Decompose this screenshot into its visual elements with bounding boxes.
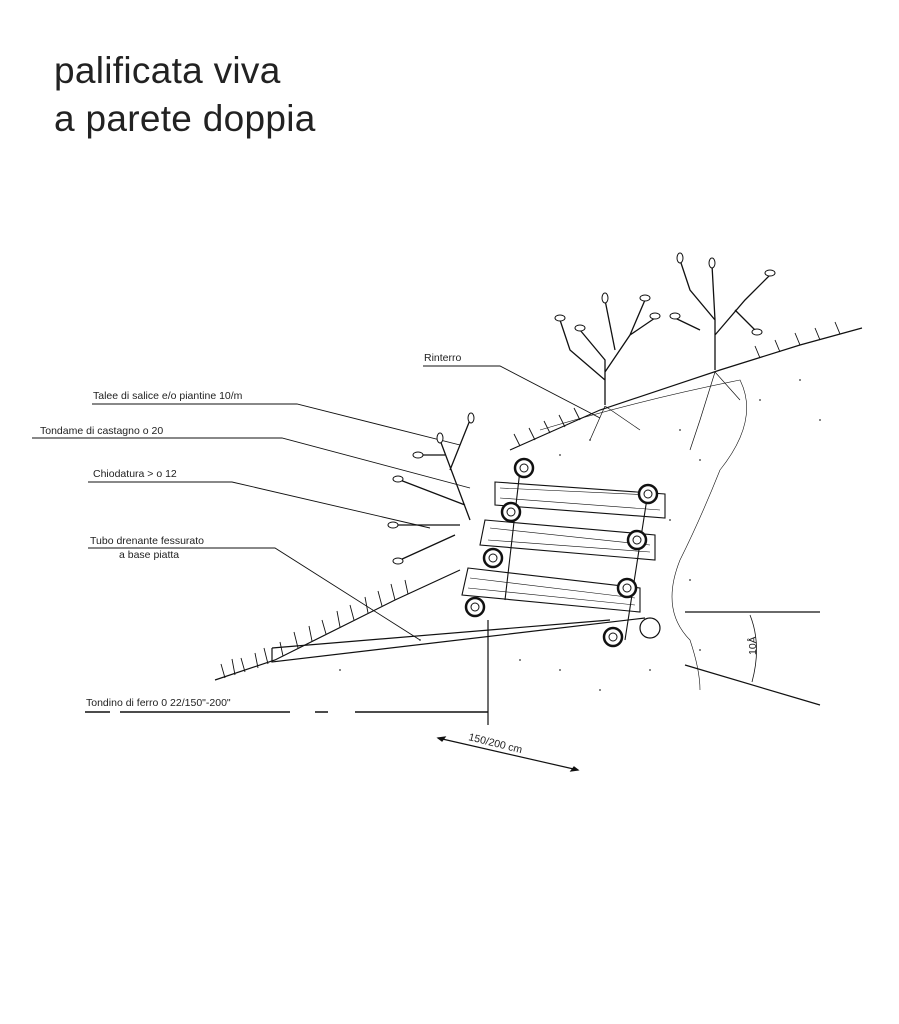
- angle-dimension-label: 10Å: [746, 636, 759, 655]
- angle-arc: [749, 614, 757, 683]
- grass-hatching: [220, 321, 841, 679]
- label-chiodatura: Chiodatura > o 12: [93, 468, 177, 480]
- log: [500, 501, 522, 523]
- slope-surface: [214, 569, 461, 681]
- title-line-1: palificata viva: [54, 50, 281, 91]
- log: [616, 577, 638, 599]
- log: [482, 547, 504, 569]
- leader-lines: [32, 365, 601, 641]
- drain-pipe: [639, 617, 661, 639]
- width-dimension-arrow: [437, 737, 579, 771]
- log: [602, 626, 624, 648]
- label-tubo-line-1: Tubo drenante fessurato: [90, 535, 204, 547]
- log: [513, 457, 535, 479]
- label-tondame: Tondame di castagno o 20: [40, 425, 163, 437]
- label-rinterro: Rinterro: [424, 352, 462, 364]
- log-sections: [464, 457, 661, 648]
- soil-stipple: [339, 379, 821, 691]
- base-layer: [271, 617, 646, 663]
- title-line-2: a parete doppia: [54, 98, 316, 139]
- plants: [387, 252, 776, 565]
- fill-boundary: [539, 379, 747, 691]
- shrub-icon: [674, 259, 771, 370]
- shrub-icon: [559, 299, 656, 405]
- willow-cutting-icon: [395, 419, 471, 561]
- upper-slope-surface: [509, 327, 863, 451]
- label-talee: Talee di salice e/o piantine 10/m: [93, 390, 243, 402]
- leaves: [387, 252, 776, 565]
- width-dimension-label: 150/200 cm: [467, 731, 523, 756]
- log: [626, 529, 648, 551]
- log: [637, 483, 659, 505]
- log-crib: [461, 469, 666, 641]
- log: [464, 596, 486, 618]
- right-bank: [684, 611, 821, 706]
- roots: [589, 371, 741, 451]
- label-tubo-line-2: a base piatta: [119, 549, 179, 561]
- label-tondino: Tondino di ferro 0 22/150"-200": [86, 697, 231, 709]
